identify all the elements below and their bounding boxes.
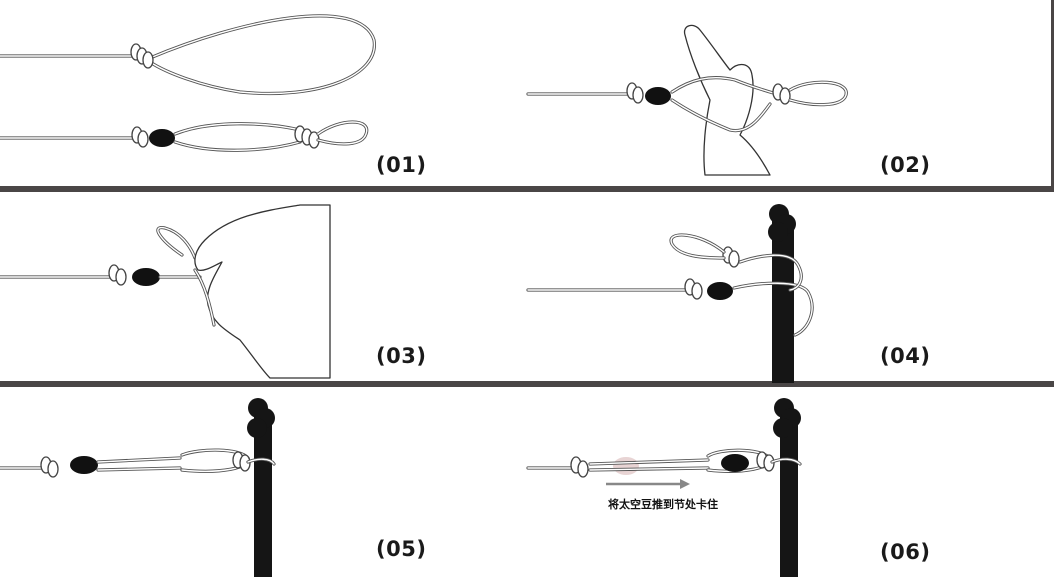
- knot-icon: [570, 456, 589, 478]
- step-06-caption: 将太空豆推到节处卡住: [608, 498, 718, 511]
- divider-1: [0, 186, 1054, 192]
- step-04-illustration: [526, 204, 814, 383]
- bean-icon: [707, 282, 733, 300]
- knot-icon: [131, 126, 149, 148]
- rod-icon: [773, 398, 801, 577]
- step-05-illustration: [0, 398, 276, 577]
- step-label-05: (05): [376, 537, 427, 561]
- knot-icon: [626, 82, 644, 104]
- divider-2: [0, 381, 1054, 387]
- knot-icon: [294, 125, 320, 149]
- knot-icon: [130, 43, 154, 69]
- knot-icon: [232, 451, 251, 472]
- step-label-06: (06): [880, 540, 931, 564]
- step-label-04: (04): [880, 344, 931, 368]
- step-label-03: (03): [376, 344, 427, 368]
- rod-icon: [768, 204, 796, 383]
- bean-icon: [70, 456, 98, 474]
- step-03-illustration: [0, 204, 331, 379]
- knot-icon: [772, 83, 791, 105]
- bean-icon: [721, 454, 749, 472]
- hand-icon: [194, 204, 331, 379]
- knot-icon: [108, 264, 127, 286]
- bean-ghost-icon: [613, 457, 639, 475]
- bean-icon: [645, 87, 671, 105]
- arrow-right-icon: [606, 479, 690, 489]
- step-label-01: (01): [376, 153, 427, 177]
- step-02-illustration: [526, 24, 848, 176]
- hand-icon: [683, 24, 771, 176]
- knot-icon: [684, 278, 703, 300]
- bean-icon: [132, 268, 160, 286]
- rod-icon: [247, 398, 275, 577]
- knot-icon: [722, 246, 740, 268]
- step-label-02: (02): [880, 153, 931, 177]
- right-border: [1051, 0, 1054, 192]
- bean-icon: [149, 129, 175, 147]
- step-01-illustration: [0, 14, 376, 152]
- knot-icon: [756, 451, 775, 472]
- step-06-illustration: [526, 398, 802, 577]
- knot-icon: [40, 456, 59, 478]
